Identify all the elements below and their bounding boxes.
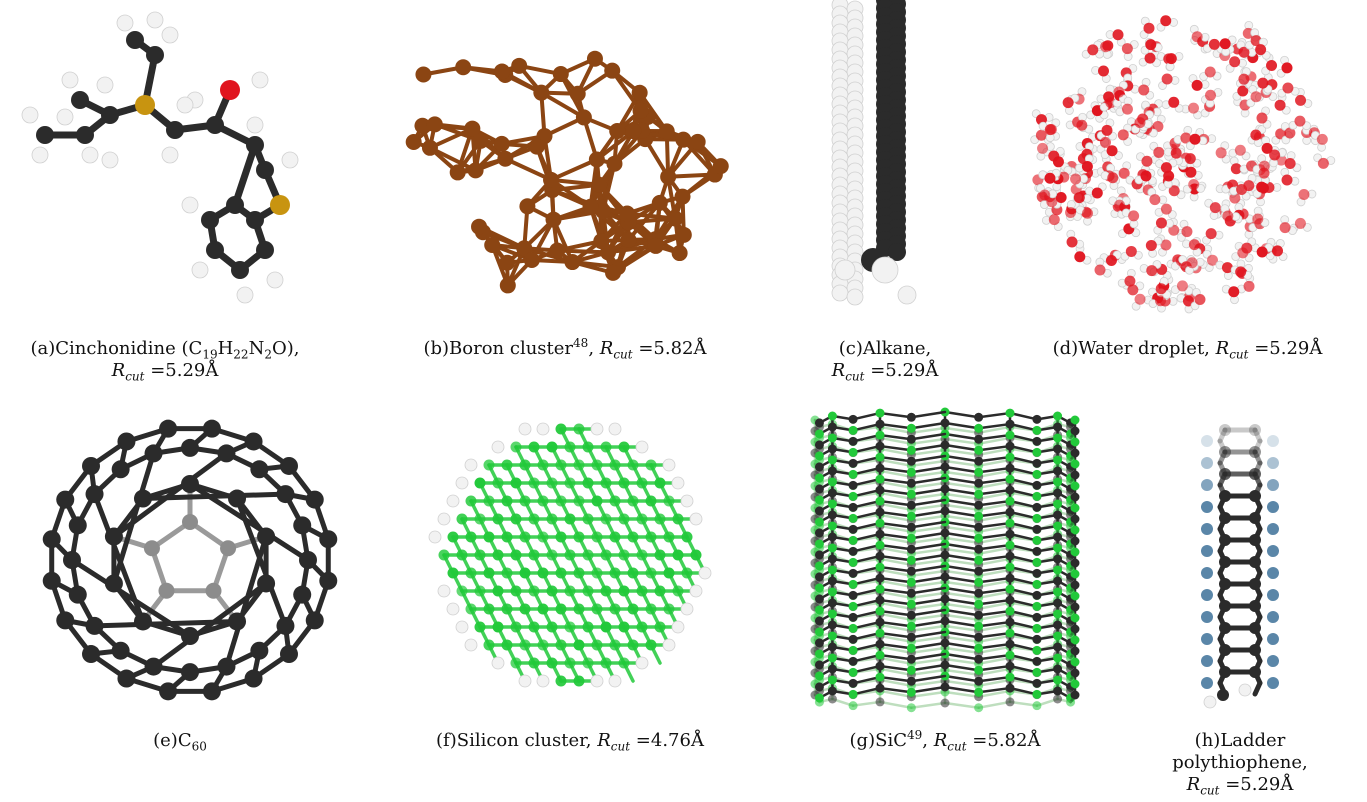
caption-b: (b)Boron cluster48, Rcut =5.82Å: [423, 336, 707, 362]
panel-b-image: [390, 30, 750, 310]
caption-h: (h)Ladder polythiophene, Rcut =5.29Å: [1172, 730, 1308, 798]
caption-c: (c)Alkane, Rcut =5.29Å: [831, 338, 939, 384]
caption-d: (d)Water droplet, Rcut =5.29Å: [1052, 338, 1323, 362]
sic-nanotube-image: [810, 407, 1080, 713]
caption-e: (e)C60: [153, 730, 207, 754]
alkane-chain-image: [831, 0, 917, 306]
panel-f-image: [425, 410, 715, 700]
panel-d-image: [1025, 5, 1336, 315]
panel-g-image: [800, 400, 1090, 713]
caption-f: (f)Silicon cluster, Rcut =4.76Å: [436, 730, 704, 754]
silicon-cluster-image: [428, 422, 712, 688]
caption-a: (a)Cinchonidine (C19H22N2O), Rcut =5.29Å: [30, 338, 300, 384]
panel-e-image: [40, 410, 340, 710]
c60-fullerene-image: [42, 419, 338, 701]
caption-g: (g)SiC49, Rcut =5.82Å: [849, 728, 1041, 754]
boron-cluster-image: [405, 50, 729, 294]
panel-a-image: [10, 5, 310, 315]
cinchonidine-molecule-image: [21, 11, 299, 304]
panel-h-image: [1195, 420, 1285, 710]
panel-c-image: [825, 0, 935, 315]
water-droplet-image: [1030, 15, 1336, 314]
ladder-polythiophene-image: [1201, 424, 1279, 709]
